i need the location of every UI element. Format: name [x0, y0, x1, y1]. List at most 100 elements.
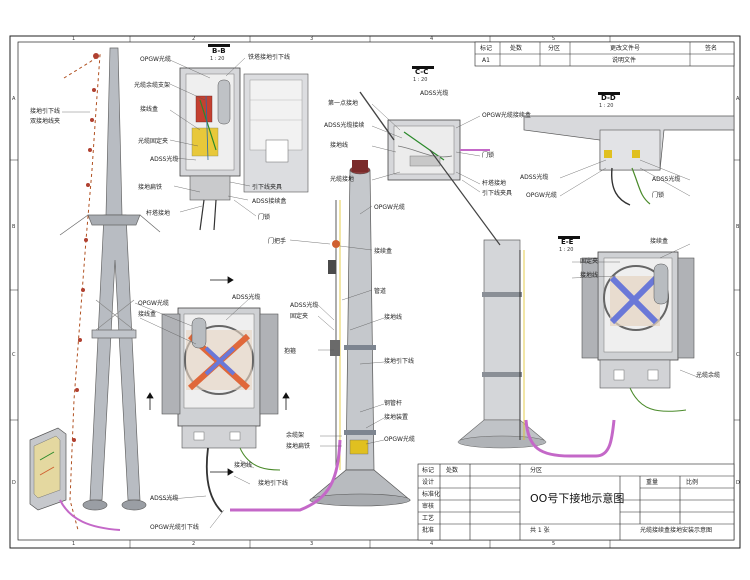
outer-border: [9, 35, 741, 549]
right-pink-cable: [524, 419, 616, 458]
border-num-3: 3: [310, 36, 314, 42]
label-m6: 接地线: [580, 272, 599, 279]
border-letter-rc: C: [736, 352, 740, 358]
view-e-cabinet: [581, 251, 695, 412]
view-d-bar: [598, 92, 620, 95]
revision-table: [474, 41, 735, 67]
label-m3: ADSS光缆: [232, 294, 261, 301]
border-num-b1: 1: [72, 541, 76, 547]
label-b5: 接续盒: [374, 248, 393, 255]
label-m2: 接线盒: [138, 311, 157, 318]
view-e-scale: 1 : 20: [559, 247, 574, 253]
label-m9: 接地线: [234, 462, 253, 469]
rev-h2: 处数: [510, 45, 523, 52]
view-b-scale: 1 : 20: [210, 56, 225, 62]
border-num-1: 1: [72, 36, 76, 42]
right-pole: [457, 239, 547, 449]
label-b4: OPGW光缆: [374, 204, 405, 211]
label-p2: 接地线: [384, 314, 403, 321]
border-letter-b: B: [12, 224, 16, 230]
tb-r4: 工艺: [422, 515, 435, 522]
view-e-bar: [558, 236, 580, 239]
view-e-title: E-E: [561, 238, 574, 246]
label-a8: 接地扁铁: [138, 184, 163, 191]
label-p11: 接地扁铁: [286, 443, 311, 450]
tb-col2: 处数: [446, 467, 459, 474]
border-num-4: 4: [430, 36, 434, 42]
view-b-title: B-B: [212, 47, 226, 55]
label-a6: 光缆固定夹: [138, 138, 169, 145]
label-e1: OPGW光缆: [526, 192, 557, 199]
view-d-title: D-D: [601, 94, 616, 102]
label-p4: 固定夹: [290, 313, 309, 320]
border-letter-d: D: [12, 480, 16, 486]
view-b-bar: [208, 44, 230, 47]
inner-border: [17, 41, 735, 541]
label-m7: 光缆余缆: [696, 372, 721, 379]
label-a10: 铁塔接地引下线: [248, 54, 291, 61]
title-block: [417, 463, 735, 541]
lattice-tower: [59, 47, 161, 511]
border-num-b3: 3: [310, 541, 314, 547]
leader-lines: [62, 57, 701, 529]
label-c7: 门锁: [482, 152, 495, 159]
tb-scale: 比例: [686, 479, 699, 486]
border-num-b4: 4: [430, 541, 434, 547]
label-c2: ADSS光缆接续: [324, 122, 365, 129]
rev-h3: 分区: [548, 45, 561, 52]
center-pink-cable: [230, 439, 342, 512]
view-b-cabinet: [179, 67, 309, 231]
monopole: [309, 160, 411, 507]
label-b2: 门锁: [258, 214, 271, 221]
label-a2: 双接地线夹: [30, 118, 61, 125]
label-m1: OPGW光缆: [138, 300, 169, 307]
label-a7: ADSS光缆: [150, 156, 179, 163]
label-p9: OPGW光缆: [384, 436, 415, 443]
small-cabinet: [29, 427, 67, 511]
label-m8: 接地引下线: [258, 480, 289, 487]
rev-r1: A1: [482, 57, 490, 64]
label-a4: 光缆余缆支架: [134, 82, 171, 89]
label-c3: 接地线: [330, 142, 349, 149]
border-letter-c: C: [12, 352, 16, 358]
label-p3: ADSS光缆: [290, 302, 319, 309]
border-num-5: 5: [552, 36, 556, 42]
label-c6: OPGW光缆接续盒: [482, 112, 531, 119]
section-markers: [146, 276, 290, 476]
rev-h1: 标记: [480, 45, 493, 52]
label-m4: 接续盒: [650, 238, 669, 245]
tb-col1: 标记: [422, 467, 435, 474]
tb-r5: 批准: [422, 527, 435, 534]
tb-r1: 设计: [422, 479, 435, 486]
label-m11: OPGW光缆引下线: [150, 524, 199, 531]
label-p8: 接地装置: [384, 414, 409, 421]
label-a5: 接线盒: [140, 106, 159, 113]
label-m5: 固定夹: [580, 258, 599, 265]
label-d2: 引下线夹具: [482, 190, 513, 197]
tb-col3: 分区: [530, 467, 543, 474]
tb-company: 光缆接续盒接地安装示意图: [640, 527, 713, 534]
label-a9: 杆塔接地: [146, 210, 171, 217]
tb-r2: 标准化: [422, 491, 441, 498]
label-p10: 余缆架: [286, 432, 305, 439]
tb-r3: 审核: [422, 503, 435, 510]
label-c1: 第一点接地: [328, 100, 359, 107]
view-c-title: C-C: [415, 68, 429, 76]
rev-h5: 签名: [705, 45, 718, 52]
border-num-2: 2: [192, 36, 196, 42]
label-c4: 光缆接地: [330, 176, 355, 183]
border-letter-ra: A: [736, 96, 740, 102]
view-d-plate: [523, 115, 735, 206]
main-cabinet: [161, 307, 281, 513]
label-a11: 引下线夹具: [252, 184, 283, 191]
view-c-box: [359, 91, 490, 181]
border-letter-rb: B: [736, 224, 740, 230]
label-a1: 接地引下线: [30, 108, 61, 115]
rev-r4: 说明文件: [612, 57, 637, 64]
label-d1: 杆塔接地: [482, 180, 507, 187]
tb-weight: 重量: [646, 479, 659, 486]
view-d-scale: 1 : 20: [599, 103, 614, 109]
label-c5: ADSS光缆: [420, 90, 449, 97]
label-p1: 管道: [374, 288, 387, 295]
